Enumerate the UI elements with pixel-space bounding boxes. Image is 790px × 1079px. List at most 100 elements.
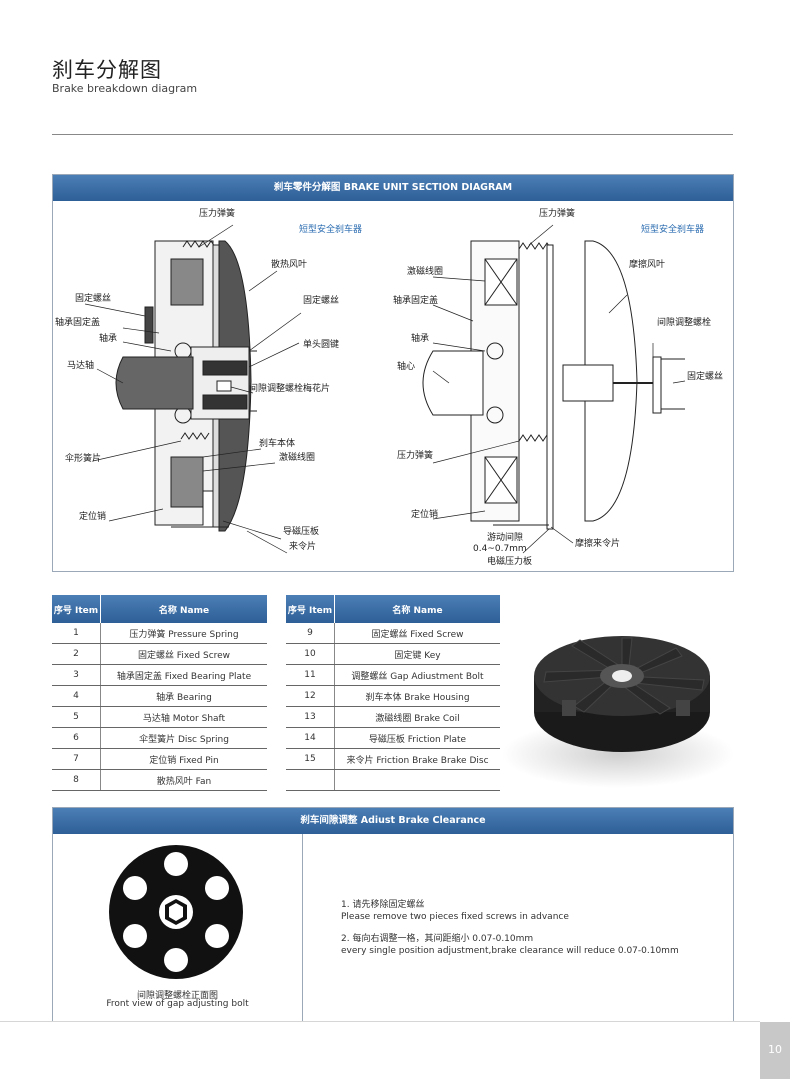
label-right-fixed-screw: 固定螺丝 bbox=[687, 370, 723, 382]
label-right-bearing-plate: 轴承固定盖 bbox=[393, 294, 438, 306]
section-diagram-panel: 刹车零件分解图 BRAKE UNIT SECTION DIAGRAM bbox=[52, 174, 734, 572]
label-left-motor-shaft: 马达轴 bbox=[67, 359, 94, 371]
label-left-single-key: 单头圆键 bbox=[303, 338, 339, 350]
label-right-core: 轴心 bbox=[397, 360, 415, 372]
clearance-title: 刹车间隙调整 Adiust Brake Clearance bbox=[53, 808, 733, 834]
item-name: 导磁压板 Friction Plate bbox=[334, 727, 500, 749]
coil-bottom bbox=[170, 456, 204, 508]
item-name: 激磁线圈 Brake Coil bbox=[334, 706, 500, 728]
label-right-short-brake: 短型安全刹车器 bbox=[641, 223, 704, 235]
page-subtitle: Brake breakdown diagram bbox=[52, 82, 198, 95]
label-left-fixed-pin: 定位销 bbox=[79, 510, 106, 522]
coil-top bbox=[170, 258, 204, 306]
item-name: 轴承 Bearing bbox=[100, 685, 267, 707]
section-diagram-title: 刹车零件分解图 BRAKE UNIT SECTION DIAGRAM bbox=[53, 175, 733, 201]
item-no: 2 bbox=[52, 643, 101, 665]
col-item-header: 序号 Item bbox=[52, 595, 101, 623]
label-right-pressure-spring-bottom: 压力弹簧 bbox=[397, 449, 433, 461]
item-name: 调整螺丝 Gap Adiustment Bolt bbox=[334, 664, 500, 686]
brake-product-photo bbox=[502, 636, 734, 788]
label-left-coil: 激磁线圈 bbox=[279, 451, 315, 463]
table-row bbox=[286, 769, 500, 791]
step-2-cn: 2. 每向右调整一格，其间距缩小 0.07-0.10mm bbox=[341, 934, 534, 944]
right-section-drawing bbox=[422, 224, 686, 554]
item-name: 固定螺丝 Fixed Screw bbox=[334, 623, 500, 644]
label-right-free-gap: 游动间隙 bbox=[487, 531, 523, 543]
item-no: 15 bbox=[286, 748, 335, 770]
label-left-disc-spring: 伞形簧片 bbox=[65, 452, 101, 464]
left-section-drawing bbox=[84, 224, 302, 554]
step-1-en: Please remove two pieces fixed screws in… bbox=[341, 912, 569, 922]
page-corner-tab bbox=[760, 1022, 790, 1079]
title-divider bbox=[52, 134, 733, 135]
bolt-caption-cn: 间隙调整螺栓正面图 bbox=[136, 991, 218, 1001]
item-no: 1 bbox=[52, 623, 101, 644]
item-name: 来令片 Friction Brake Brake Disc bbox=[334, 748, 500, 770]
label-left-fixed-screw-a: 固定螺丝 bbox=[75, 292, 111, 304]
label-right-gap-bolt: 间隙调整螺栓 bbox=[657, 316, 711, 328]
item-no: 11 bbox=[286, 664, 335, 686]
label-left-fan: 散热风叶 bbox=[271, 258, 307, 270]
label-right-friction-fan: 摩擦风叶 bbox=[629, 258, 665, 270]
label-right-gap-value: 0.4~0.7mm bbox=[473, 544, 527, 554]
step-1-cn: 1. 请先移除固定螺丝 bbox=[341, 900, 425, 910]
item-name: 刹车本体 Brake Housing bbox=[334, 685, 500, 707]
item-name: 马达轴 Motor Shaft bbox=[100, 706, 267, 728]
item-name: 压力弹簧 Pressure Spring bbox=[100, 623, 267, 644]
item-no: 13 bbox=[286, 706, 335, 728]
item-no: 10 bbox=[286, 643, 335, 665]
item-no: 6 bbox=[52, 727, 101, 749]
clearance-panel: 刹车间隙调整 Adiust Brake Clearance 间隙调整螺栓正面图 … bbox=[52, 807, 734, 1022]
label-left-housing: 刹车本体 bbox=[259, 437, 295, 449]
label-left-pressure-spring: 压力弹簧 bbox=[199, 207, 235, 219]
label-right-bearing: 轴承 bbox=[411, 332, 429, 344]
item-name: 固定键 Key bbox=[334, 643, 500, 665]
item-name: 定位销 Fixed Pin bbox=[100, 748, 267, 770]
label-right-em-plate: 电磁压力板 bbox=[487, 555, 532, 567]
label-left-short-brake: 短型安全刹车器 bbox=[299, 223, 362, 235]
item-no: 4 bbox=[52, 685, 101, 707]
item-no: 7 bbox=[52, 748, 101, 770]
item-no: 14 bbox=[286, 727, 335, 749]
col-name-header: 名称 Name bbox=[100, 595, 267, 623]
gap-bolt-front-view bbox=[109, 845, 243, 979]
item-no: 5 bbox=[52, 706, 101, 728]
page-title: 刹车分解图 bbox=[52, 58, 162, 82]
item-no: 8 bbox=[52, 769, 101, 791]
item-no bbox=[286, 769, 335, 791]
item-no: 9 bbox=[286, 623, 335, 644]
label-left-bearing-plate: 轴承固定盖 bbox=[55, 316, 100, 328]
label-right-pressure-spring-top: 压力弹簧 bbox=[539, 207, 575, 219]
bolt-caption-en: Front view of gap adjusting bolt bbox=[106, 999, 249, 1009]
page-number: 10 bbox=[768, 1043, 782, 1056]
item-name: 固定螺丝 Fixed Screw bbox=[100, 643, 267, 665]
item-no: 12 bbox=[286, 685, 335, 707]
label-left-plum-piece: 间隙调整螺栓梅花片 bbox=[249, 382, 330, 394]
step-2-en: every single position adjustment,brake c… bbox=[341, 946, 679, 956]
label-right-friction-disc: 摩擦来令片 bbox=[575, 537, 620, 549]
col-item-header: 序号 Item bbox=[286, 595, 335, 623]
item-name: 轴承固定盖 Fixed Bearing Plate bbox=[100, 664, 267, 686]
clearance-divider bbox=[302, 834, 303, 1021]
footer-rule bbox=[0, 1021, 760, 1022]
label-right-coil: 激磁线圈 bbox=[407, 265, 443, 277]
label-left-friction-plate: 导磁压板 bbox=[283, 525, 319, 537]
brake-section-drawing: 压力弹簧 短型安全刹车器 散热风叶 固定螺丝 固定螺丝 轴承固定盖 轴承 单头圆… bbox=[55, 207, 723, 567]
col-name-header: 名称 Name bbox=[334, 595, 500, 623]
item-name bbox=[334, 769, 500, 791]
item-name: 散热风叶 Fan bbox=[100, 769, 267, 791]
